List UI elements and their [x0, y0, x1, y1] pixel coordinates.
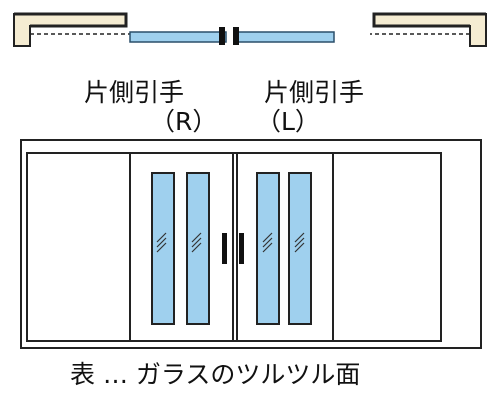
glass-slit: [256, 172, 280, 325]
elevation-view: [20, 139, 482, 349]
door-r-side-label: （R）: [150, 107, 218, 136]
pull-handle-icon: [222, 233, 227, 264]
pull-handle-icon: [239, 233, 244, 264]
glass-slit: [151, 172, 175, 325]
plan-glass-panel-right-hand: [129, 31, 227, 43]
legend-caption: 表 … ガラスのツルツル面: [70, 360, 361, 389]
door-l-label: 片側引手: [264, 78, 365, 107]
plan-handle-icon: [233, 27, 239, 45]
plan-handle-icon: [219, 27, 225, 45]
door-l-glass: [256, 172, 312, 325]
glass-slit: [186, 172, 210, 325]
glass-slit: [288, 172, 312, 325]
door-l-side-label: （L）: [256, 107, 320, 136]
door-r-label: 片側引手: [84, 78, 185, 107]
plan-view: [13, 12, 487, 47]
plan-right-frame: [370, 12, 487, 47]
plan-left-frame: [13, 12, 130, 47]
door-r-glass: [151, 172, 210, 325]
plan-glass-panel-left-hand: [233, 31, 335, 43]
